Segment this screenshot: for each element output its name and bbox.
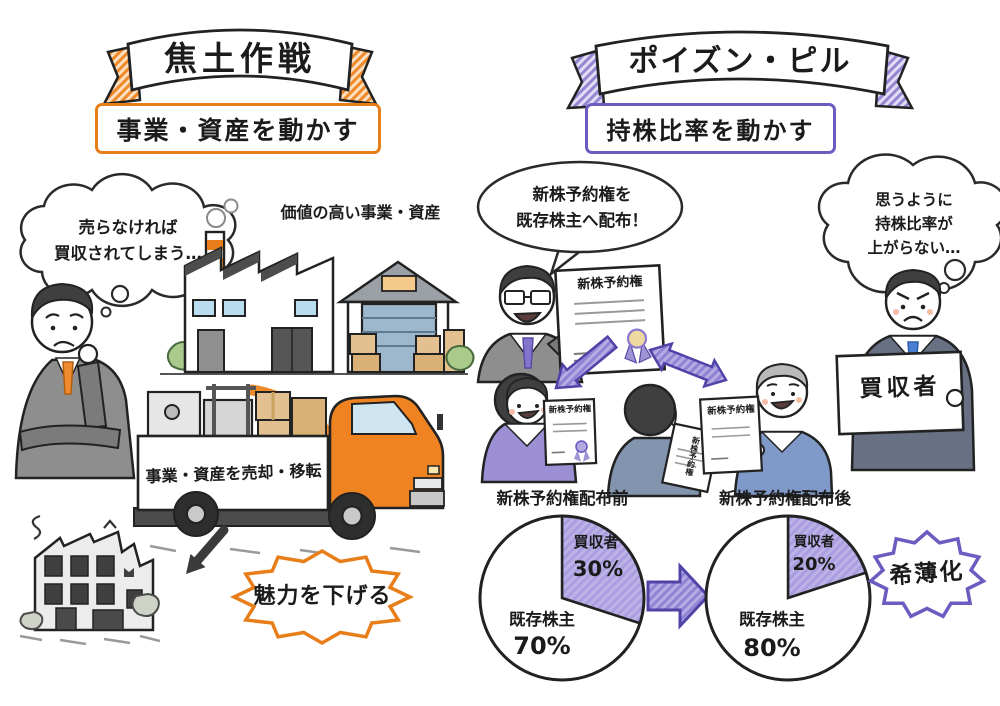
- ceo-thought-bubble: [19, 172, 237, 318]
- pie-after-title: 新株予約権配布後: [719, 489, 851, 509]
- factory-label: 価値の高い事業・資産: [280, 202, 441, 222]
- subtitle-left-label: 事業・資産を動かす: [116, 115, 360, 145]
- pie-transition-arrow-icon: [646, 562, 711, 630]
- certificate-elder-title: 新株予約権: [706, 403, 755, 417]
- pie-before-existing-label: 既存株主: [509, 610, 575, 630]
- factory-illustration: [160, 198, 475, 375]
- distribution-arrow-left-icon: [554, 334, 619, 390]
- pie-before-existing-value: 70%: [513, 632, 571, 661]
- pie-before-acquirer-value: 30%: [572, 556, 624, 581]
- acquirer-sign-board: [835, 350, 965, 436]
- bush-icon: [445, 345, 475, 371]
- ceo-figure: [14, 282, 136, 480]
- certificate-woman-title: 新株予約権: [548, 404, 592, 416]
- certificate-main: [553, 263, 667, 377]
- banner-left-title: 焦土作戦: [164, 39, 316, 79]
- ceo-thought-text: 売らなければ 買収されてしまう…: [53, 218, 202, 263]
- distributor-speech-bubble: [476, 160, 684, 278]
- pie-after-acquirer-label: 買収者: [793, 533, 835, 550]
- truck-sign-panel: [136, 434, 330, 512]
- smoke-icon: [206, 208, 226, 228]
- certificate-woman: [542, 398, 598, 466]
- truck-illustration: [133, 384, 445, 556]
- pie-before-acquirer-label: 買収者: [573, 533, 619, 552]
- crack-icon: [103, 519, 117, 529]
- subtitle-right-label: 持株比率を動かす: [606, 117, 815, 145]
- pie-after-acquirer-value: 20%: [792, 554, 836, 576]
- certificate-elder: [698, 395, 764, 475]
- ceo-hand: [77, 343, 99, 365]
- banner-left: [101, 28, 379, 106]
- seal-icon: [626, 328, 648, 349]
- burst-right: [867, 529, 987, 619]
- subtitle-left-box: 事業・資産を動かす: [95, 103, 381, 154]
- ribbon-icon: [624, 341, 638, 364]
- acquirer-hand: [945, 388, 965, 408]
- acquirer-thought-bubble: [817, 153, 1000, 294]
- pie-before: [478, 514, 646, 682]
- back-of-head: [623, 383, 677, 437]
- decline-arrow-icon: [186, 525, 229, 574]
- distribution-arrow-right-icon: [648, 341, 728, 389]
- subtitle-right-box: 持株比率を動かす: [585, 103, 836, 154]
- banner-right-title: ポイズン・ピル: [628, 43, 852, 79]
- squiggle-icon: [31, 514, 42, 540]
- burst-left-label: 魅力を下げる: [253, 583, 392, 609]
- seal-icon: [575, 440, 588, 453]
- burst-left: [229, 548, 415, 646]
- warehouse: [335, 260, 465, 374]
- acquirer-sign-label: 買収者: [859, 373, 941, 403]
- pie-after-existing-value: 80%: [743, 634, 801, 663]
- pie-after: [704, 514, 872, 682]
- acquirer-thought-text: 思うように 持株比率が 上がらない…: [867, 190, 961, 257]
- acquirer-figure: [835, 268, 976, 472]
- bush-icon: [19, 610, 44, 631]
- pie-after-existing-label: 既存株主: [739, 610, 805, 630]
- pie-before-title: 新株予約権配布前: [496, 489, 629, 509]
- truck-sign-label: 事業・資産を売却・移転: [145, 460, 322, 486]
- bush-icon: [131, 592, 160, 617]
- distributor-speech-text: 新株予約権を 既存株主へ配布！: [516, 185, 648, 230]
- rundown-building: [19, 514, 161, 646]
